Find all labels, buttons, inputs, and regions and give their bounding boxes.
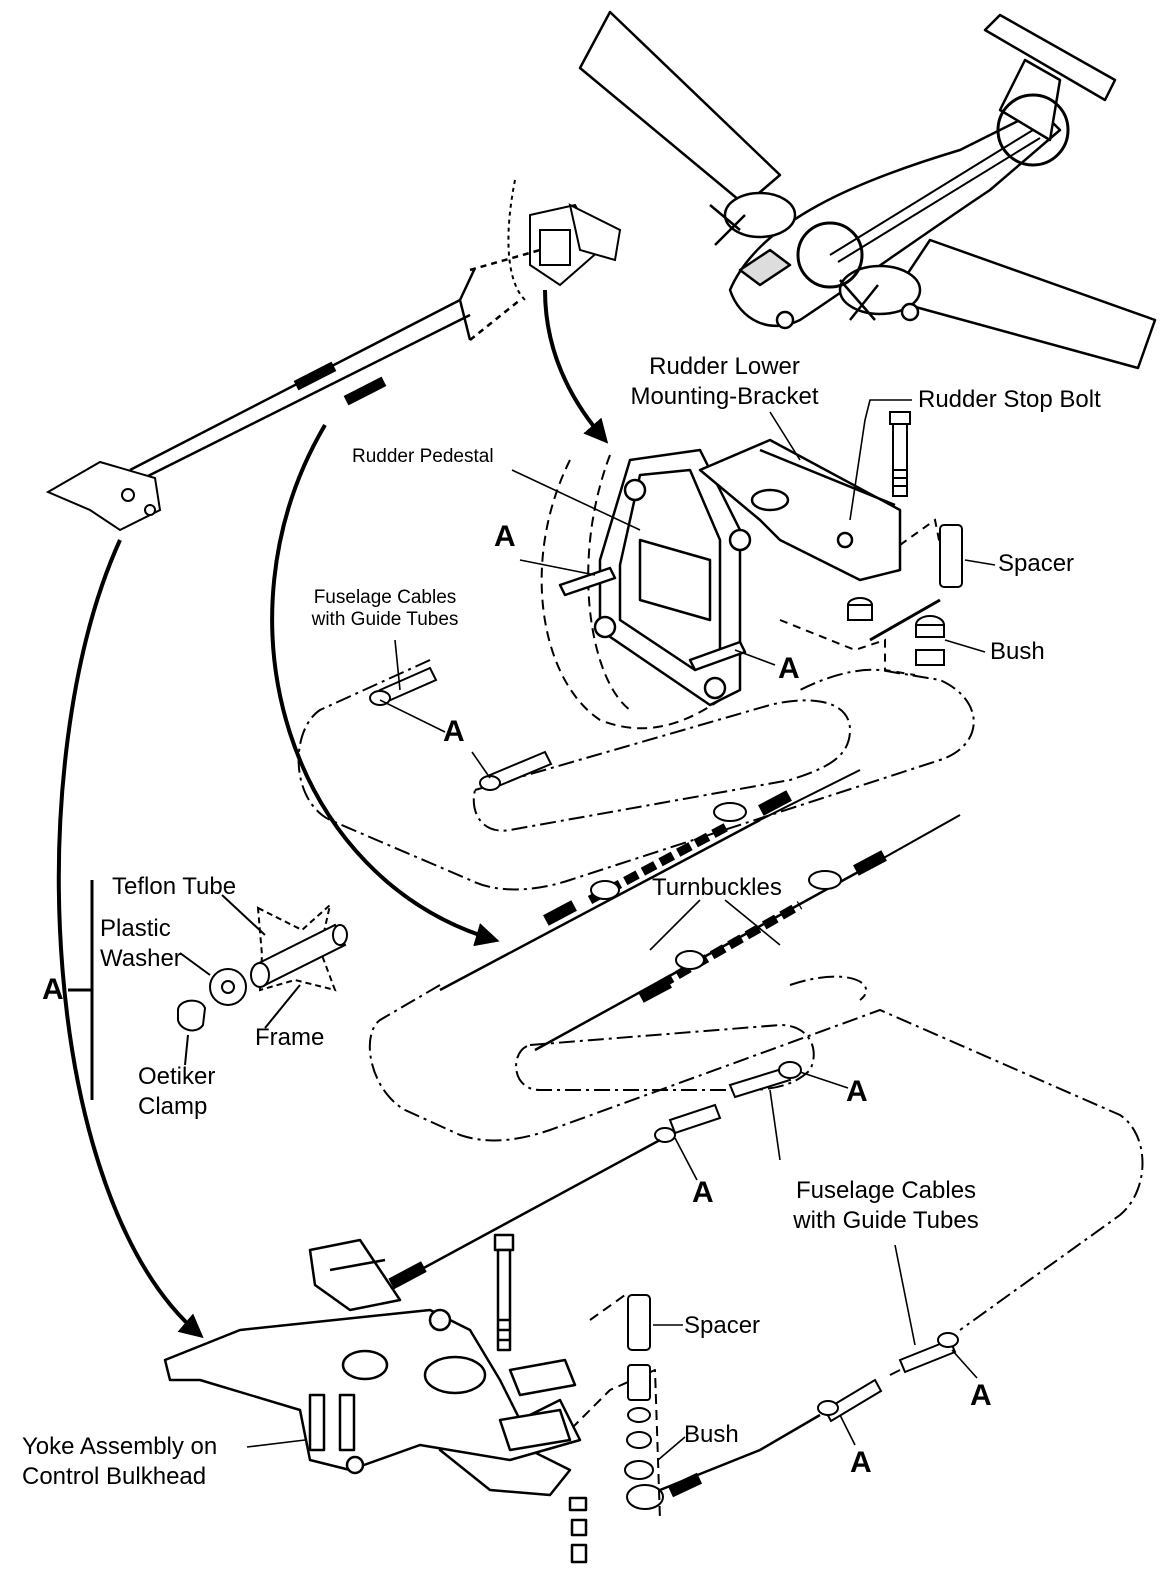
- fuselage-cables-top-label: Fuselage Cables with Guide Tubes: [290, 587, 480, 631]
- detail-a-marker: A: [42, 973, 64, 1006]
- bush-top-label: Bush: [990, 638, 1045, 665]
- upper-yoke-small: [45, 460, 162, 532]
- fuselage-cables-bottom-line1: Fuselage Cables: [795, 1177, 977, 1204]
- rudder-lower-mounting-bracket-label: Rudder Lower Mounting-Bracket: [612, 352, 837, 412]
- rudder-stop-bolt-label: Rudder Stop Bolt: [918, 386, 1101, 413]
- callout-a-guide-tube-lower: A: [692, 1176, 714, 1209]
- guide-tubes-bottom: [388, 1061, 959, 1510]
- rudder-pedestal-label: Rudder Pedestal: [352, 446, 494, 467]
- spacer-bush-bottom-parts: [624, 1294, 654, 1480]
- flow-arrows: [56, 289, 609, 1339]
- detail-a-illustration: [68, 880, 348, 1100]
- spacer-bush-top-parts: [847, 524, 963, 666]
- callout-a-guide-tube-mid: A: [846, 1075, 868, 1108]
- callout-a-pedestal-left: A: [494, 520, 516, 553]
- plastic-washer-line1: Plastic: [100, 915, 171, 942]
- bush-bottom-label: Bush: [684, 1421, 739, 1448]
- spacer-top-label: Spacer: [998, 550, 1075, 577]
- teflon-tube-label: Teflon Tube: [112, 873, 237, 900]
- turnbuckles-part: [439, 769, 961, 1052]
- yoke-assembly-line1: Yoke Assembly on: [22, 1433, 218, 1460]
- oetiker-clamp-line1: Oetiker: [138, 1063, 216, 1090]
- fuselage-cables-top-line1: Fuselage Cables: [313, 587, 457, 608]
- fuselage-cables-top-line2: with Guide Tubes: [311, 609, 459, 630]
- yoke-assembly-line2: Control Bulkhead: [22, 1463, 207, 1490]
- fuselage-cables-bottom-label: Fuselage Cables with Guide Tubes: [776, 1176, 996, 1236]
- yoke-assembly-part: [163, 1233, 661, 1564]
- aircraft-overview-icon: [578, 10, 1157, 370]
- guide-tubes-top: [369, 666, 553, 791]
- label-leader-lines: [246, 399, 996, 1461]
- callout-a-guide-tube-top: A: [443, 715, 465, 748]
- rudder-stop-bolt-part: [889, 411, 911, 497]
- callout-a-guide-tube-right: A: [970, 1379, 992, 1412]
- callout-a-guide-tube-bottom: A: [850, 1446, 872, 1479]
- spacer-bottom-label: Spacer: [684, 1312, 761, 1339]
- rudder-pedestal-assembly: [540, 438, 902, 730]
- plastic-washer-label: Plastic Washer: [100, 914, 182, 974]
- fuselage-cables-bottom-line2: with Guide Tubes: [793, 1207, 979, 1234]
- turnbuckles-label: Turnbuckles: [652, 874, 782, 901]
- rudder-lower-bracket-line1: Rudder Lower: [649, 353, 800, 380]
- plastic-washer-line2: Washer: [100, 945, 182, 972]
- oetiker-clamp-line2: Clamp: [138, 1093, 208, 1120]
- upper-rudder-bracket-small: [507, 179, 622, 301]
- top-dashed-connectors: [779, 518, 941, 676]
- yoke-assembly-label: Yoke Assembly on Control Bulkhead: [22, 1432, 217, 1492]
- frame-label: Frame: [255, 1024, 325, 1051]
- upper-cable-run: [129, 248, 541, 482]
- rudder-lower-bracket-line2: Mounting-Bracket: [630, 383, 819, 410]
- cable-loop-outlines: [297, 659, 1144, 1331]
- callout-a-pedestal-right: A: [778, 652, 800, 685]
- oetiker-clamp-label: Oetiker Clamp: [138, 1062, 215, 1122]
